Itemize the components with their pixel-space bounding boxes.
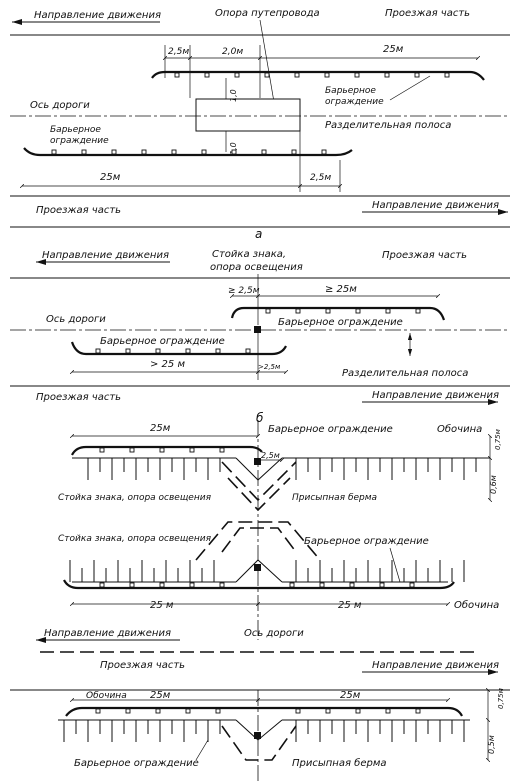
- shoulder-label-b1: Обочина: [437, 423, 482, 435]
- sign-post-label-l1: Стойка знака,: [212, 249, 286, 260]
- direction-label-b-right: Направление движения: [372, 390, 499, 401]
- dim-gt-2-5: >2,5м: [258, 363, 281, 371]
- dim-2-5-a: 2,5м: [168, 47, 189, 57]
- slope-hatching-b2: [69, 560, 465, 582]
- barrier-label-b4: Барьерное ограждение: [304, 536, 429, 547]
- barrier-rail-b-lower: [70, 341, 287, 356]
- berm-outline-c: [221, 725, 297, 761]
- barrier-posts-c: [95, 708, 421, 714]
- sign-post-marker-b2: [254, 564, 261, 571]
- carriageway-label-b-bottom: Проезжая часть: [36, 392, 121, 403]
- sign-post-label-b2: Стойка знака, опора освещения: [58, 534, 212, 544]
- slope-hatching-c: [63, 720, 465, 742]
- barrier-posts-b3: [99, 447, 225, 453]
- barrier-posts-b4: [99, 582, 415, 588]
- road-axis-label-b2: Ось дороги: [244, 628, 304, 639]
- shoulder-label-c: Обочина: [86, 691, 127, 701]
- sign-post-marker: [254, 326, 261, 333]
- barrier-label-a1-l1: Барьерное: [325, 86, 376, 96]
- carriageway-label-a-bottom: Проезжая часть: [36, 205, 121, 216]
- panel-b-berm-lower: Стойка знака, опора освещения Барьерное …: [36, 520, 499, 643]
- barrier-posts-b-lower: [95, 348, 251, 354]
- dim-1-0-lower-label: 1,0: [229, 142, 238, 155]
- dim-0-5-c-label: 0,5м: [487, 735, 496, 754]
- road-axis-label-b: Ось дороги: [46, 314, 106, 325]
- panel-label-b: б: [256, 411, 264, 425]
- shoulder-label-b2: Обочина: [454, 599, 499, 611]
- dim-gt-25: > 25 м: [150, 359, 185, 370]
- barrier-rail-b-upper: [230, 306, 446, 321]
- direction-label-b2-left: Направление движения: [44, 628, 171, 639]
- slope-hatching-b1: [87, 458, 477, 480]
- overpass-support-label: Опора путепровода: [215, 8, 320, 19]
- direction-label-b-left: Направление движения: [42, 250, 169, 261]
- road-axis-label-a: Ось дороги: [30, 100, 90, 111]
- barrier-posts-lower: [51, 149, 327, 155]
- sign-post-label-l2: опора освещения: [210, 262, 303, 273]
- dim-25-c-right: 25м: [340, 690, 361, 701]
- dim-0-6-b-label: 0,6м: [489, 475, 498, 494]
- sign-post-marker-b1: [254, 458, 261, 465]
- barrier-label-a2-l2: ограждение: [50, 136, 109, 146]
- barrier-rail-c: [65, 706, 463, 717]
- carriageway-label-c: Проезжая часть: [100, 660, 185, 671]
- panel-label-a: а: [255, 227, 262, 241]
- berm-label-c: Присыпная берма: [292, 757, 387, 769]
- dim-2-5-b: 2,5м: [261, 451, 280, 460]
- barrier-label-c: Барьерное ограждение: [74, 758, 199, 769]
- berm-outline: [221, 461, 297, 512]
- barrier-label-b2: Барьерное ограждение: [100, 336, 225, 347]
- dim-25-b2-left: 25 м: [150, 600, 174, 611]
- direction-label-c-right: Направление движения: [372, 660, 499, 671]
- panel-a: Направление движения Опора путепровода П…: [10, 8, 510, 241]
- barrier-posts-b-upper: [265, 308, 421, 314]
- median-label-a: Разделительная полоса: [325, 120, 451, 131]
- barrier-label-b3: Барьерное ограждение: [268, 424, 393, 435]
- dim-25-a-bottom: 25м: [100, 172, 121, 183]
- dim-25-b2-right: 25 м: [338, 600, 362, 611]
- median-label-b: Разделительная полоса: [342, 368, 468, 379]
- barrier-label-a2-l1: Барьерное: [50, 125, 101, 135]
- panel-c: Проезжая часть Направление движения Обоч…: [10, 651, 510, 783]
- barrier-rail-lower: [23, 147, 353, 157]
- direction-label-top-left: Направление движения: [34, 10, 161, 21]
- leader-barrier-c: [195, 739, 209, 761]
- barrier-posts-upper: [174, 72, 450, 78]
- dim-25-a-top: 25м: [383, 44, 404, 55]
- sign-post-marker-c: [254, 732, 261, 739]
- dim-2-0-a: 2,0м: [222, 47, 243, 57]
- barrier-label-b1: Барьерное ограждение: [278, 317, 403, 328]
- leader-barrier-b4: [389, 547, 401, 583]
- berm-label-b1: Присыпная берма: [292, 493, 377, 503]
- panel-b-berm-upper: б Барьерное ограждение Обочина 25м 2,5м …: [58, 411, 502, 520]
- dim-2-5-a-bottom: 2,5м: [310, 173, 331, 183]
- leader-barrier-a1: [389, 75, 431, 101]
- barrier-label-a1-l2: ограждение: [325, 97, 384, 107]
- sign-post-label-b1: Стойка знака, опора освещения: [58, 493, 212, 503]
- dim-0-75-c-label: 0,75м: [497, 687, 505, 709]
- barrier-rail-b3: [71, 445, 263, 456]
- overpass-support: [195, 98, 301, 132]
- dim-1-0-upper-label: 1,0: [229, 89, 238, 102]
- dim-ge-2-5: ≥ 2,5м: [228, 286, 260, 296]
- carriageway-label-b-top: Проезжая часть: [382, 250, 467, 261]
- panel-b-plan: Направление движения Стойка знака, опора…: [10, 249, 510, 405]
- barrier-rail-b4: [63, 579, 455, 590]
- leader-overpass: [259, 19, 276, 109]
- dim-ge-25: ≥ 25м: [325, 284, 357, 295]
- carriageway-label-top: Проезжая часть: [385, 8, 470, 19]
- dim-25-c-left: 25м: [150, 690, 171, 701]
- barrier-rail-upper: [151, 70, 485, 81]
- dim-0-75-b-label: 0,75м: [494, 428, 502, 450]
- berm-outline-b2: [195, 521, 321, 561]
- direction-label-a-right: Направление движения: [372, 200, 499, 211]
- dim-25-b: 25м: [150, 423, 171, 434]
